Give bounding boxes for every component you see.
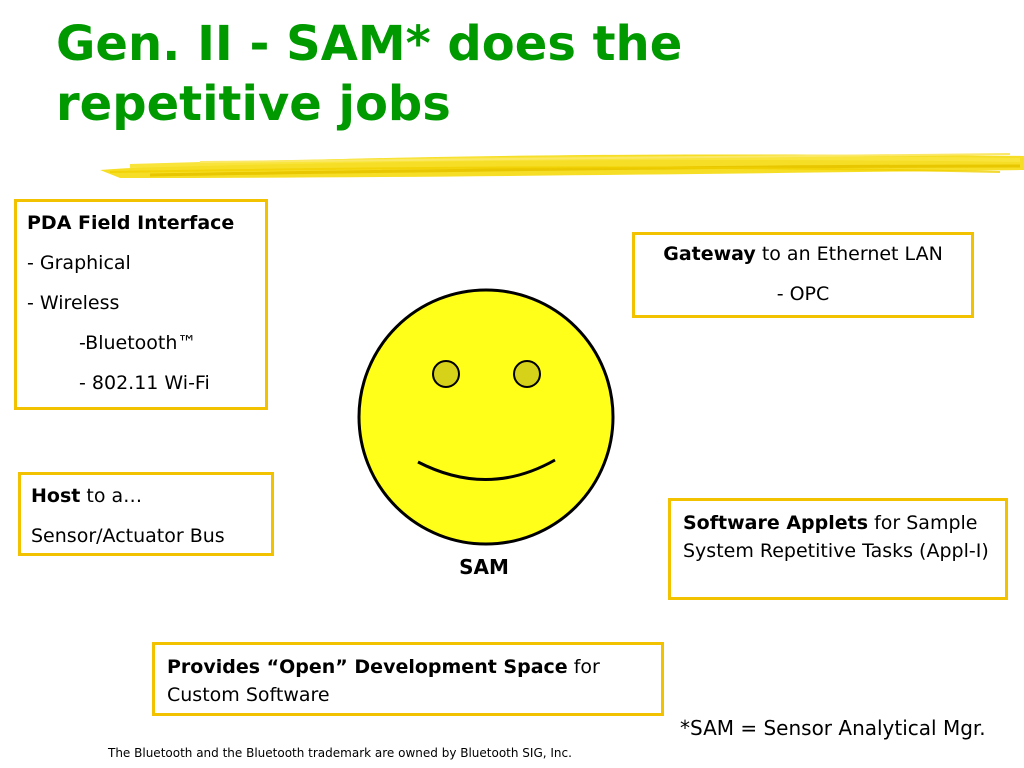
gateway-line2: - OPC [776, 283, 830, 305]
sam-footnote: *SAM = Sensor Analytical Mgr. [680, 716, 986, 740]
pda-line-bluetooth: -Bluetooth™ [79, 332, 197, 354]
software-applets-box: Software Applets for Sample System Repet… [668, 498, 1008, 600]
applets-bold: Software Applets [683, 512, 869, 534]
host-rest: to a… [80, 485, 143, 507]
gateway-bold: Gateway [663, 243, 756, 265]
host-bold: Host [31, 485, 81, 507]
sam-smiley-face-icon [357, 288, 615, 546]
gateway-rest: to an Ethernet LAN [755, 243, 943, 265]
pda-field-interface-box: PDA Field Interface - Graphical - Wirele… [14, 199, 268, 410]
dev-bold: Provides “Open” Development Space [167, 656, 568, 678]
sam-label: SAM [459, 555, 509, 579]
pda-heading: PDA Field Interface [27, 212, 235, 234]
slide-title: Gen. II - SAM* does the repetitive jobs [56, 16, 683, 132]
pda-line-wireless: - Wireless [27, 292, 120, 314]
trademark-footer-note: The Bluetooth and the Bluetooth trademar… [108, 746, 572, 760]
gateway-box: Gateway to an Ethernet LAN - OPC [632, 232, 974, 318]
highlight-brush-stroke [100, 153, 1024, 178]
host-box: Host to a… Sensor/Actuator Bus [18, 472, 274, 556]
development-space-box: Provides “Open” Development Space for Cu… [152, 642, 664, 716]
pda-line-wifi: - 802.11 Wi-Fi [79, 372, 210, 394]
dev-rest: for Custom Software [167, 656, 600, 706]
host-line2: Sensor/Actuator Bus [31, 525, 225, 547]
applets-rest: for Sample System Repetitive Tasks (Appl… [683, 512, 989, 562]
pda-line-graphical: - Graphical [27, 252, 131, 274]
